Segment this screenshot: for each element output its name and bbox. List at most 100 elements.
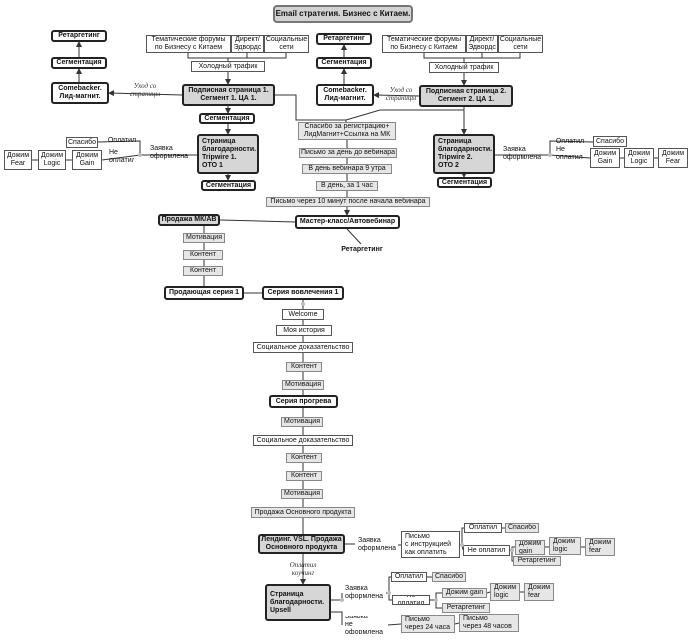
sales-content-node-2: Контент <box>183 266 223 276</box>
push-fear-node-1: Дожим Fear <box>4 150 32 170</box>
wire-forum-cold-1 <box>187 53 229 61</box>
thank-you-page-node-1: Страница благодарности. Tripwire 1. OTO … <box>197 134 259 174</box>
comebacker-node-2: Comebacker. Лид-магнит. <box>316 84 374 106</box>
not-paid-label-2: Не оплатил <box>556 146 583 161</box>
wire-sub1-webinar <box>275 94 347 122</box>
wire-order-notpaid-1 <box>101 154 141 161</box>
not-paid-node-3: Не оплатил <box>463 545 510 556</box>
wire-order-notpaid-2 <box>549 154 591 159</box>
paid-coaching-label: Оплатил коучинг <box>289 561 317 577</box>
engage-story-node: Моя история <box>276 325 332 336</box>
wire-upsell-notform <box>331 611 343 625</box>
wire-notpaid-gain-4 <box>430 592 442 601</box>
junction-dot <box>548 153 552 157</box>
push-fear-node-3: Дожим fear <box>585 538 615 556</box>
wire-notpaid-ret-4 <box>435 600 442 609</box>
wire-order-paid-1 <box>97 140 141 155</box>
push-fear-node-4: Дожим fear <box>524 583 554 601</box>
thank-you-page-node-2: Страница благодарности. Tripwire 2. OTO … <box>433 134 495 174</box>
wire-social-cold-1 <box>228 53 287 59</box>
social-node-1: Социальные сети <box>264 35 309 53</box>
forums-node-2: Тематические форумы по Бизнесу с Китаем <box>382 35 466 53</box>
forums-node-1: Тематические форумы по Бизнесу с Китаем <box>146 35 231 53</box>
warmup-motivation-node-1: Мотивация <box>281 417 323 427</box>
junction-dot <box>387 591 391 595</box>
engage-content-node: Контент <box>286 362 322 372</box>
social-node-2: Социальные сети <box>498 35 543 53</box>
direct-ads-node-2: Директ/ Эдвордс <box>466 35 498 53</box>
thanks-node-4: Спасибо <box>432 572 466 582</box>
sale-mk-node: Продажа МК/АВ <box>158 214 220 226</box>
subscribe-page-node-1: Подписная страница 1. Сегмент 1. ЦА 1. <box>182 84 275 106</box>
warmup-series-node: Серия прогрева <box>269 395 338 408</box>
paid-node-3: Оплатил <box>464 523 502 533</box>
webinar-letter-9am: В день вебинара 9 утра <box>302 164 392 174</box>
not-paid-label-1: Не оплатил <box>109 149 134 164</box>
order-placed-label-1: Заявка оформлена <box>150 144 188 160</box>
segmentation-node-2a: Сегментация <box>316 57 372 69</box>
engage-motivation-node: Мотивация <box>282 380 324 390</box>
push-gain-node-4: Дожим gain <box>442 588 487 598</box>
wire-notpaid-ret-3 <box>511 550 513 562</box>
segmentation-node-1c: Сегментация <box>201 180 256 191</box>
paid-label-1: Оплатил <box>107 137 137 144</box>
junction-dot <box>434 598 438 602</box>
push-logic-node-4: Дожим logic <box>490 583 520 601</box>
masterclass-node: Мастер-класс/Автовебинар <box>295 215 400 229</box>
push-fear-node-2: Дожим Fear <box>658 148 688 168</box>
warmup-content-node-2: Контент <box>286 471 322 481</box>
wire-sub-come-1 <box>108 90 183 97</box>
push-gain-node-2: Дожим Gain <box>590 148 620 168</box>
wire-sub2-webinar <box>345 109 464 121</box>
retargeting-node-3: Ретаргетинг <box>341 245 383 253</box>
comebacker-node-1: Comebacker. Лид-магнит. <box>51 82 109 104</box>
subscribe-page-node-2: Подписная страница 2. Сегмент 2. ЦА 1. <box>419 85 513 107</box>
diagram-title: Email стратегия. Бизнес с Китаем. <box>273 5 413 23</box>
main-product-sale-node: Продажа Основного продукта <box>251 507 355 518</box>
webinar-letter-1-hour: В день, за 1 час <box>316 181 378 191</box>
engage-welcome-node: Welcome <box>282 309 324 320</box>
cold-traffic-node-2: Холодный трафик <box>429 62 499 73</box>
push-logic-node-3: Дожим logic <box>549 537 581 555</box>
wire-sub-come-2 <box>373 92 420 99</box>
junction-dot <box>510 548 514 552</box>
wire-order-paid-2 <box>549 140 594 155</box>
engagement-series-node: Серия вовлечения 1 <box>262 286 344 300</box>
junction-dot <box>301 302 305 306</box>
letter-24h-node: Письмо через 24 часа <box>401 615 455 633</box>
push-logic-node-1: Дожим Logic <box>38 150 66 170</box>
retargeting-node-2: Ретаргетинг <box>316 33 372 45</box>
push-logic-node-2: Дожим Logic <box>624 148 654 168</box>
push-gain-node-3: Дожим gain <box>515 540 545 555</box>
wire-forum-cold-2 <box>423 53 465 62</box>
paid-label-2: Оплатил <box>555 138 585 145</box>
landing-vsl-node: Лендинг. VSL. Продажа Основного продукта <box>258 534 345 554</box>
direct-ads-node-1: Директ/ Эдвордс <box>231 35 264 53</box>
thanks-node-3: Спасибо <box>505 523 539 533</box>
wire-master-ret <box>346 228 362 245</box>
retargeting-node-1: Ретаргетинг <box>51 30 107 42</box>
wire-gain-logic-4 <box>486 591 491 594</box>
sales-motivation-node: Мотивация <box>183 233 225 243</box>
segmentation-node-1b: Сегментация <box>199 113 255 124</box>
upsell-page-node: Страница благодарности. Upsell <box>265 584 331 621</box>
warmup-content-node-1: Контент <box>286 453 322 463</box>
order-not-placed-label: Заявка не оформлена <box>345 616 383 634</box>
cold-traffic-node-1: Холодный трафик <box>191 61 265 72</box>
thanks-node-1: Спасибо <box>66 137 98 148</box>
order-placed-label-2: Заявка оформлена <box>503 145 541 161</box>
letter-48h-node: Письмо через 48 часов <box>459 614 519 632</box>
engage-social-proof-node: Социальное доказательство <box>253 342 353 353</box>
wire-direct-cold-2 <box>464 53 483 59</box>
junction-dot <box>340 598 344 602</box>
payment-instruction-letter-node: Письмо с инструкцией как оплатить <box>401 531 460 558</box>
webinar-letter-day-before: Письмо за день до вебинара <box>299 148 397 158</box>
wire-social-cold-2 <box>464 53 521 59</box>
paid-node-4: Оплатил <box>391 572 427 582</box>
warmup-social-proof-node: Социальное доказательство <box>253 435 353 446</box>
junction-dot <box>138 153 142 157</box>
sales-content-node-1: Контент <box>183 250 223 260</box>
exit-page-label-1: Уход со страницы <box>129 82 161 98</box>
segmentation-node-1a: Сегментация <box>51 57 107 69</box>
